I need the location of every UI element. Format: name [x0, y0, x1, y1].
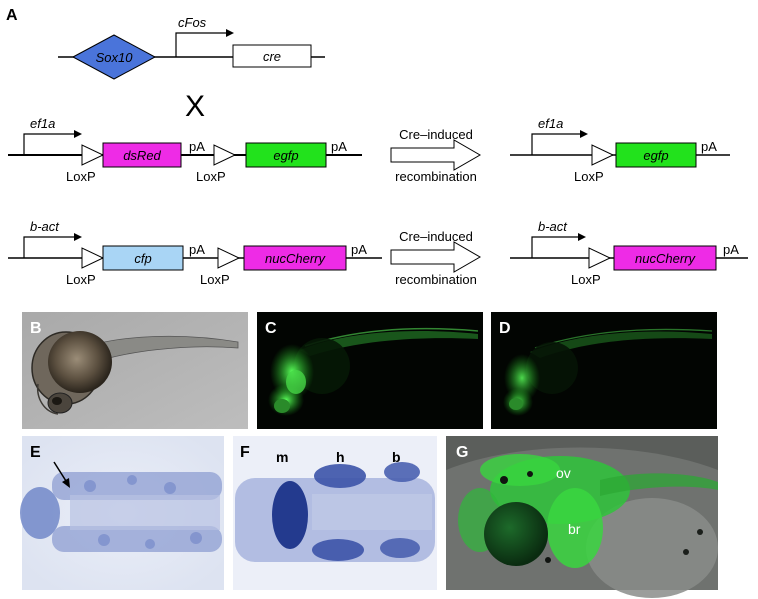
label-m: m [276, 449, 288, 465]
pa-label-3: pA [189, 242, 205, 257]
dsred-label: dsRed [123, 148, 161, 163]
loxp-triangle-1 [81, 144, 105, 166]
loxp-triangle-4 [217, 247, 241, 269]
loxp-triangle-after-2 [588, 247, 612, 269]
cre-induced-label-2: Cre–induced [399, 229, 473, 244]
driver-construct: Sox10 cFos cre [58, 15, 325, 80]
bact-promoter-arrow [23, 236, 74, 258]
panel-b-letter: B [30, 320, 42, 337]
bact-promoter-arrow-after [531, 236, 578, 258]
panel-c-image: C [257, 312, 483, 429]
cre-induced-label-1: Cre–induced [399, 127, 473, 142]
panel-e-image: E [20, 436, 224, 590]
recombination-label-1: recombination [395, 169, 477, 184]
panel-f-image: F m h b [233, 436, 437, 590]
egfp-label: egfp [273, 148, 298, 163]
panel-a-letter: A [6, 7, 18, 24]
ef1a-promoter-arrow [23, 133, 74, 155]
loxp-triangle-2 [213, 144, 237, 166]
bact-label: b-act [30, 219, 60, 234]
recombination-label-2: recombination [395, 272, 477, 287]
loxp-label-4: LoxP [200, 272, 230, 287]
ef1a-label: ef1a [30, 116, 55, 131]
nuccherry-box [243, 245, 347, 271]
nuccherry-label-after: nucCherry [635, 251, 696, 266]
panel-f-letter: F [240, 444, 250, 461]
egfp-label-after: egfp [643, 148, 668, 163]
cfp-label: cfp [134, 251, 151, 266]
bact-label-after: b-act [538, 219, 568, 234]
loxp-label-1: LoxP [66, 169, 96, 184]
pa-label-after-1: pA [701, 139, 717, 154]
dsred-box [102, 142, 182, 168]
loxp-triangle-after-1 [591, 144, 615, 166]
nuccherry-box-after [613, 245, 717, 271]
construct-row-2: b-act LoxP cfp pA LoxP nucCherry pA Cre–… [8, 219, 748, 287]
panel-g-image: G ov br [446, 436, 718, 598]
loxp-label-after-1: LoxP [574, 169, 604, 184]
cfp-box [102, 245, 184, 271]
nuccherry-label: nucCherry [265, 251, 326, 266]
label-ov: ov [556, 465, 571, 481]
cre-box [232, 44, 312, 68]
construct-row-1: ef1a LoxP dsRed pA LoxP egfp pA Cre–indu… [8, 116, 730, 184]
pa-label-after-2: pA [723, 242, 739, 257]
label-b: b [392, 449, 401, 465]
panel-e-letter: E [30, 444, 41, 461]
loxp-label-after-2: LoxP [571, 272, 601, 287]
cfos-label: cFos [178, 15, 207, 30]
panel-d-letter: D [499, 320, 511, 337]
pa-label-4: pA [351, 242, 367, 257]
cre-label: cre [263, 49, 281, 64]
pa-label-2: pA [331, 139, 347, 154]
panel-g-letter: G [456, 444, 468, 461]
panel-c-letter: C [265, 320, 277, 337]
loxp-label-3: LoxP [66, 272, 96, 287]
ef1a-label-after: ef1a [538, 116, 563, 131]
cross-symbol: X [185, 90, 205, 123]
label-br: br [568, 521, 581, 537]
loxp-label-2: LoxP [196, 169, 226, 184]
loxp-triangle-3 [81, 247, 105, 269]
arrow-indicator [53, 461, 67, 482]
pa-label-1: pA [189, 139, 205, 154]
cfos-promoter-arrow [175, 32, 226, 57]
panel-d-image: D [491, 312, 717, 429]
egfp-box [245, 142, 327, 168]
label-h: h [336, 449, 345, 465]
ef1a-promoter-arrow-after [531, 133, 580, 155]
panel-b-image: B [22, 312, 248, 429]
recombination-arrow-2 [390, 241, 482, 273]
egfp-box-after [615, 142, 697, 168]
sox10-diamond [71, 34, 157, 80]
sox10-label: Sox10 [96, 50, 134, 65]
recombination-arrow-1 [390, 139, 482, 171]
